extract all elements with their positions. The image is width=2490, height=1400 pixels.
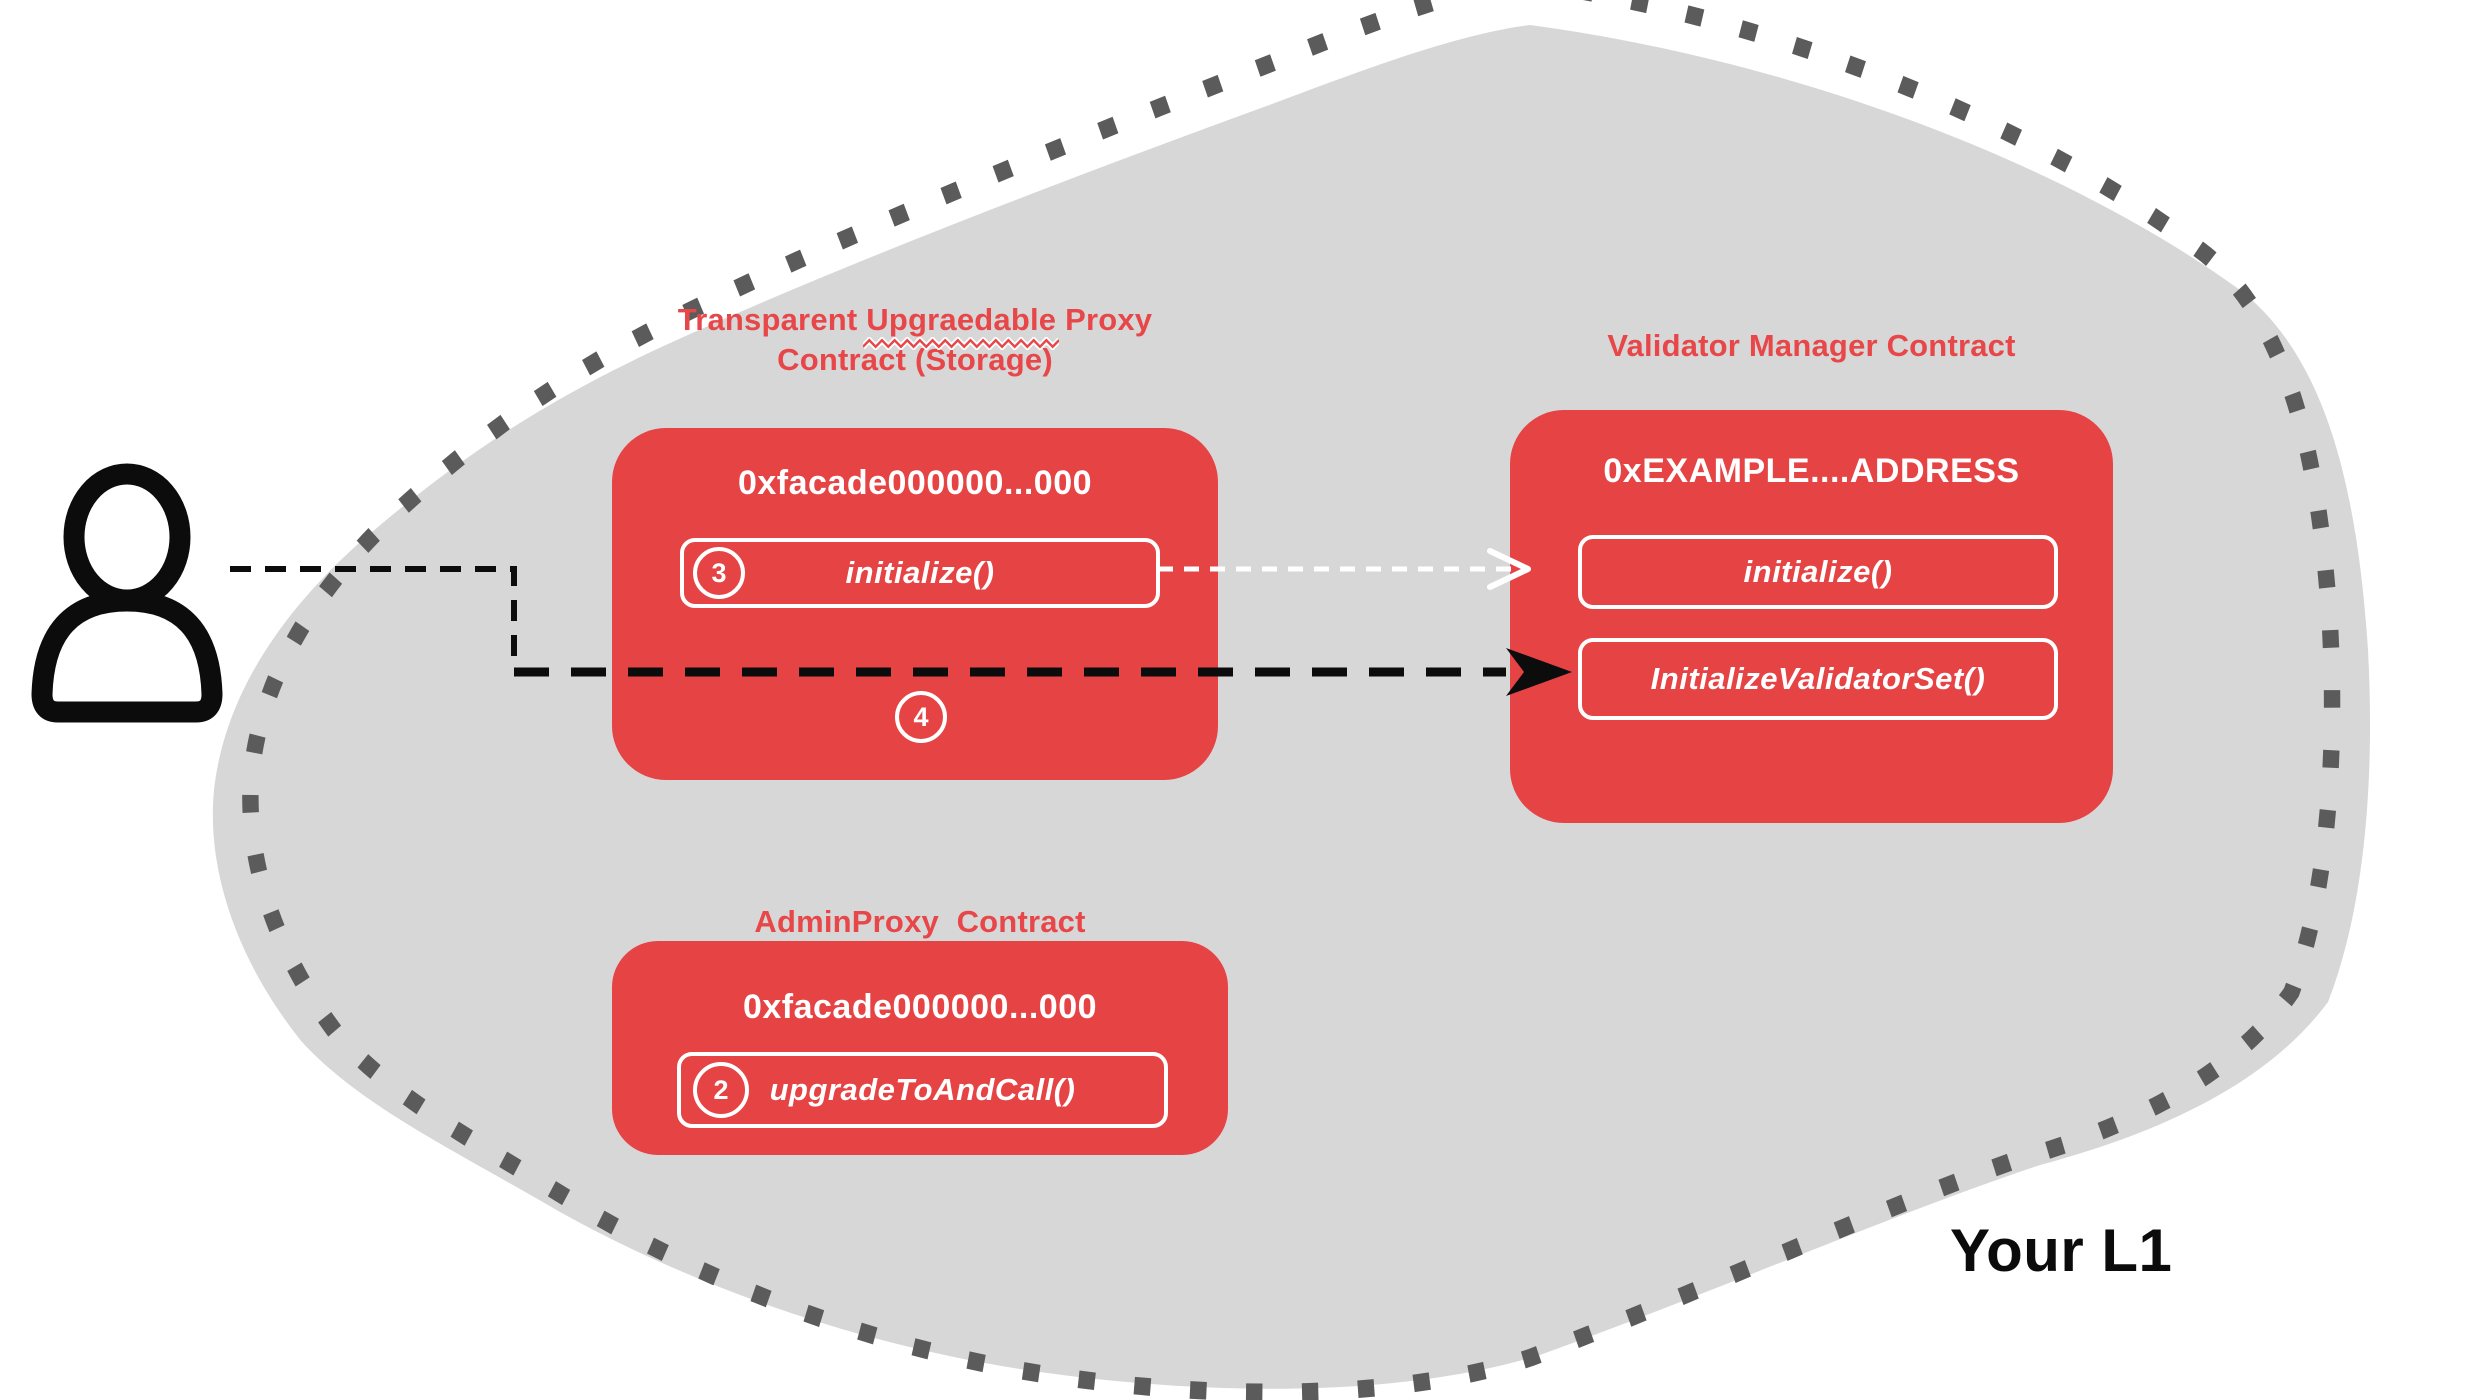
proxy-initialize-label: initialize() xyxy=(845,555,995,590)
proxy-contract-title: Transparent Upgraedable Proxy Contract (… xyxy=(555,300,1275,380)
admin-proxy-address: 0xfacade000000...000 xyxy=(742,988,1098,1026)
upgrade-to-and-call-pill: 2 upgradeToAndCall() xyxy=(677,1052,1168,1128)
vmc-initialize-validator-set-pill: InitializeValidatorSet() xyxy=(1578,638,2058,720)
step-4-badge: 4 xyxy=(895,691,947,743)
upgrade-to-and-call-label: upgradeToAndCall() xyxy=(769,1072,1076,1107)
step-3-badge: 3 xyxy=(693,547,745,599)
admin-proxy-contract-title: AdminProxy Contract xyxy=(754,904,1086,939)
validator-manager-address: 0xEXAMPLE....ADDRESS xyxy=(1603,452,2020,490)
spellcheck-squiggle-icon xyxy=(863,337,1060,350)
step-2-badge: 2 xyxy=(693,1062,749,1118)
vmc-initialize-label: initialize() xyxy=(1743,554,1893,589)
proxy-title-line1: Transparent Upgraedable Proxy xyxy=(555,300,1275,350)
vmc-initialize-method-pill: initialize() xyxy=(1578,535,2058,609)
proxy-initialize-method-pill: 3 initialize() xyxy=(680,538,1160,608)
person-icon xyxy=(31,463,223,723)
l1-dotted-border xyxy=(242,0,2341,1400)
validator-manager-contract-title: Validator Manager Contract xyxy=(1607,328,2016,363)
l1-label: Your L1 xyxy=(1950,1217,2173,1284)
vmc-initialize-validator-set-label: InitializeValidatorSet() xyxy=(1650,661,1986,696)
admin-proxy-contract-box: 0xfacade000000...000 2 upgradeToAndCall(… xyxy=(612,941,1228,1155)
proxy-contract-box: 0xfacade000000...000 3 initialize() 4 xyxy=(612,428,1218,780)
validator-manager-contract-box: 0xEXAMPLE....ADDRESS initialize() Initia… xyxy=(1510,410,2113,823)
proxy-contract-address: 0xfacade000000...000 xyxy=(737,464,1093,502)
